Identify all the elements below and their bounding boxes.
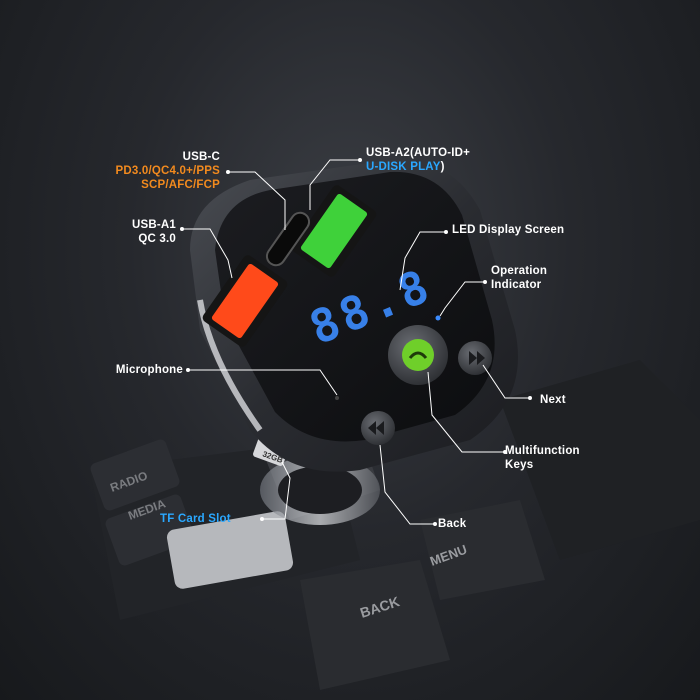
usb-a1-title: USB-A1 (131, 219, 176, 231)
operation-indicator-line2: Indicator (491, 279, 542, 291)
selector-key (166, 511, 294, 589)
microphone-hole (335, 396, 339, 400)
radio-button (90, 439, 180, 511)
usb-c-port (265, 211, 311, 267)
callout-dots (180, 158, 532, 526)
multifunction-line1: Multifunction (505, 445, 580, 457)
usb-a2-suffix: ) (440, 161, 445, 173)
next-button (458, 341, 492, 375)
usb-a2-port (291, 185, 377, 277)
usb-a2-feature: U-DISK PLAY (366, 161, 441, 173)
operation-indicator-led (435, 315, 441, 321)
operation-indicator-line1: Operation (491, 265, 548, 277)
label-led-display: LED Display Screen (452, 224, 565, 236)
usb-c-title: USB-C (182, 151, 220, 163)
label-operation-indicator: Operation Indicator (491, 264, 571, 292)
usb-c-protocols-1: PD3.0/QC4.0+/PPS (115, 165, 220, 177)
menu-key (420, 500, 545, 600)
multifunction-button (388, 325, 448, 385)
usb-a2-title: USB-A2(AUTO-ID+ (366, 147, 471, 159)
usb-a1-port (202, 255, 288, 347)
label-usb-a2: USB-A2(AUTO-ID+ U-DISK PLAY) (366, 146, 526, 174)
callout-lines (182, 159, 530, 525)
back-key (300, 560, 450, 690)
label-next: Next (540, 394, 566, 406)
label-tf-card-slot: TF Card Slot (160, 513, 231, 525)
usb-c-protocols-2: SCP/AFC/FCP (141, 179, 220, 191)
multifunction-line2: Keys (505, 459, 534, 471)
back-button (361, 411, 395, 445)
label-usb-a1: USB-A1 QC 3.0 (100, 218, 176, 246)
label-multifunction-keys: Multifunction Keys (505, 444, 605, 472)
label-microphone: Microphone (115, 364, 183, 376)
usb-a1-protocol: QC 3.0 (138, 233, 176, 245)
label-back: Back (438, 518, 467, 530)
label-usb-c: USB-C PD3.0/QC4.0+/PPS SCP/AFC/FCP (105, 150, 220, 192)
